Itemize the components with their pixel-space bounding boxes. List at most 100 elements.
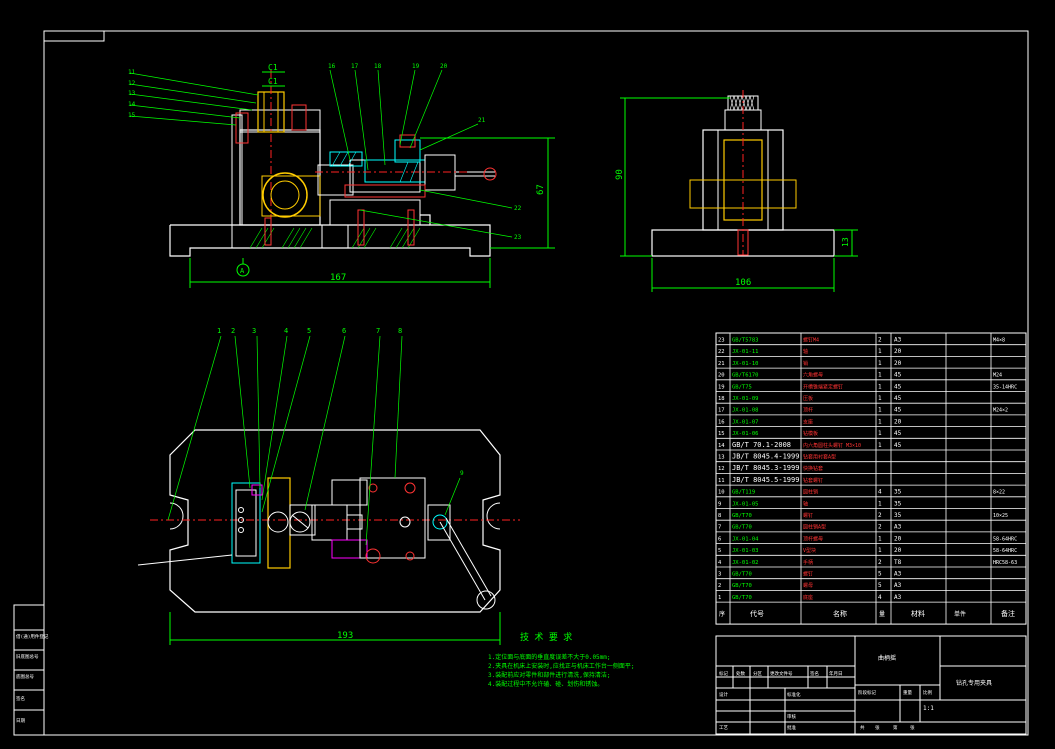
bom-row-no: 21: [718, 361, 725, 367]
bom-row-qty: 1: [878, 372, 882, 379]
bom-header-name: 名称: [833, 609, 847, 618]
tb-label-mark: 标记: [719, 670, 728, 677]
note-line-3: 3.装配前应对零件和部件进行清洗,保持清洁;: [488, 671, 610, 679]
side-dim-width: 106: [735, 278, 751, 288]
tb-label-standard: 标准化: [787, 691, 801, 698]
bom-row-name: 开槽锥端紧定螺钉: [803, 383, 843, 390]
title-material: 曲柄摇: [878, 654, 896, 662]
bom-row-remark: 10×25: [993, 513, 1008, 519]
bom-row-code: GB/T 70.1-2008: [732, 441, 791, 449]
callout-3: 3: [252, 327, 256, 335]
note-line-4: 4.装配过程中不允许磕、碰、划伤和锈蚀。: [488, 680, 603, 688]
tb-label-no: 第: [893, 724, 898, 731]
bom-row-name: 内六角圆柱头螺钉 M3×10: [803, 442, 861, 449]
bom-row-qty: 2: [878, 512, 882, 519]
bom-row-qty: 1: [878, 418, 882, 425]
callout-9: 9: [460, 470, 464, 477]
side-stamp-row-5: 日期: [16, 718, 25, 724]
side-stamp-row-3: 底图总号: [16, 673, 34, 680]
bom-row-no: 22: [718, 349, 725, 355]
bom-row-material: T8: [894, 559, 902, 566]
bom-row-remark: M24×2: [993, 408, 1008, 414]
bom-row-no: 7: [718, 525, 721, 531]
bom-row-code: JX-01-04: [732, 536, 759, 542]
side-stamp-row-2: 旧底图总号: [16, 653, 39, 660]
bom-row-material: 45: [894, 407, 902, 414]
bom-row-no: 23: [718, 338, 725, 344]
bom-row-name: 支座: [803, 418, 813, 425]
tb-label-sheet2: 张: [910, 724, 915, 731]
bom-row-material: A3: [894, 524, 902, 531]
bom-row-remark: 8×22: [993, 490, 1005, 496]
side-stamp-row-4: 签名: [16, 695, 25, 702]
bom-row-code: JX-01-05: [732, 501, 759, 507]
bom-row-code: GB/T70: [732, 583, 752, 589]
note-line-1: 1.定位面与底面的垂直度误差不大于0.05mm;: [488, 653, 611, 661]
bom-row-no: 2: [718, 583, 721, 589]
bom-row-qty: 1: [878, 360, 882, 367]
bom-row-no: 11: [718, 478, 725, 484]
tb-label-date: 年月日: [829, 670, 843, 677]
bom-row-material: 35: [894, 500, 902, 507]
bom-header-code: 代号: [750, 609, 764, 618]
bom-row-material: 35: [894, 512, 902, 519]
bom-row-name: 快换钻套: [803, 465, 823, 472]
top-dim-width: 193: [337, 631, 353, 641]
bom-row-code: JX-01-09: [732, 396, 759, 402]
callout-2: 2: [231, 327, 235, 335]
tb-label-review: 审核: [787, 713, 796, 720]
bom-row-qty: 4: [878, 594, 882, 601]
bom-row-name: 螺钉M4: [803, 337, 819, 344]
bom-row-no: 9: [718, 501, 721, 507]
bom-row-qty: 1: [878, 547, 882, 554]
callout-11: 11: [128, 69, 136, 76]
callout-21: 21: [478, 117, 486, 124]
bom-row-code: JB/T 8045.4-1999: [732, 453, 799, 461]
callout-6: 6: [342, 327, 346, 335]
bom-row-material: 20: [894, 348, 902, 355]
chamfer-label-1: C1: [268, 63, 278, 72]
tb-label-process: 工艺: [719, 725, 728, 731]
bom-row-qty: 1: [878, 442, 882, 449]
bom-row-name: 圆柱销A型: [803, 524, 826, 531]
callout-16: 16: [328, 63, 336, 70]
bom-row-no: 19: [718, 384, 725, 390]
bom-row-code: JB/T 8045.3-1999: [732, 464, 799, 472]
callout-4: 4: [284, 327, 288, 335]
bom-row-no: 20: [718, 373, 725, 379]
bom-header-weight: 单件: [954, 610, 966, 618]
bom-row-name: 钻套用衬套A型: [803, 454, 836, 461]
bom-row-code: JX-01-11: [732, 349, 759, 355]
bom-row-no: 18: [718, 396, 725, 402]
bom-row-qty: 2: [878, 524, 882, 531]
bom-row-qty: 5: [878, 571, 882, 578]
callout-17: 17: [351, 63, 359, 70]
tb-label-design: 设计: [719, 691, 728, 698]
bom-row-no: 5: [718, 548, 721, 554]
bom-row-no: 1: [718, 595, 721, 601]
bom-row-material: A3: [894, 571, 902, 578]
title-scale: 1:1: [923, 705, 934, 712]
callout-15: 15: [128, 112, 136, 119]
tb-label-weight: 重量: [903, 689, 912, 696]
bom-row-code: JX-01-08: [732, 408, 759, 414]
note-line-2: 2.夹具在机床上安装时,应找正与机床工作台一侧面平;: [488, 662, 634, 670]
bom-row-material: 45: [894, 372, 902, 379]
bom-row-name: 螺钉: [803, 571, 813, 578]
bom-row-qty: 4: [878, 489, 882, 496]
bom-row-code: JX-01-02: [732, 560, 759, 566]
bom-row-material: 45: [894, 442, 902, 449]
callout-12: 12: [128, 80, 136, 87]
bom-row-no: 8: [718, 513, 721, 519]
side-stamp-row-1: 借(通)用件登记: [16, 633, 49, 640]
bom-row-no: 6: [718, 536, 721, 542]
bom-row-code: JX-01-07: [732, 419, 759, 425]
side-view: 90 106 13: [615, 90, 858, 292]
bom-row-remark: M24: [993, 373, 1002, 379]
bom-row-material: 35: [894, 489, 902, 496]
callout-1: 1: [217, 327, 221, 335]
tech-notes: 技 术 要 求 1.定位面与底面的垂直度误差不大于0.05mm; 2.夹具在机床…: [488, 631, 634, 688]
bom-row-no: 12: [718, 466, 725, 472]
callout-13: 13: [128, 90, 136, 97]
